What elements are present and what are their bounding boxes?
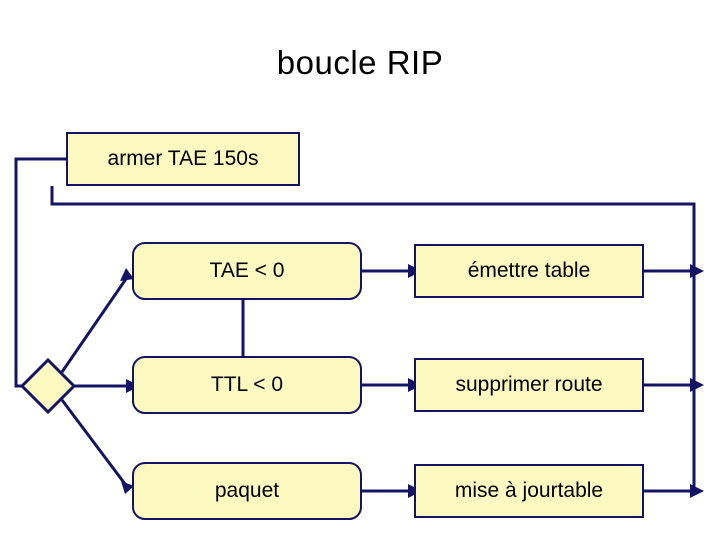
node-armer-tae[interactable]: armer TAE 150s	[66, 132, 300, 186]
arrowhead-to-paquet	[121, 481, 134, 494]
node-ttl-lt-0[interactable]: TTL < 0	[132, 356, 362, 414]
decision-to-paquet-line	[60, 399, 130, 489]
node-armer-tae-label: armer TAE 150s	[107, 147, 259, 170]
decision-to-tae-line	[60, 275, 130, 373]
node-paquet[interactable]: paquet	[132, 462, 362, 520]
arrowhead-bus-supprimer	[690, 378, 704, 392]
node-supprimer-route-label: supprimer route	[455, 373, 603, 396]
node-tae-lt-0[interactable]: TAE < 0	[132, 242, 362, 300]
arrowhead-bus-mise	[690, 484, 704, 498]
node-emettre-table-label: émettre table	[467, 259, 591, 282]
node-supprimer-route[interactable]: supprimer route	[414, 358, 644, 412]
node-ttl-lt-0-label: TTL < 0	[210, 373, 284, 396]
page-title: boucle RIP	[276, 44, 444, 81]
decision-diamond	[19, 357, 77, 415]
armer-to-decision-path	[14, 157, 66, 388]
node-tae-lt-0-label: TAE < 0	[209, 259, 285, 282]
node-emettre-table[interactable]: émettre table	[414, 244, 644, 298]
node-paquet-label: paquet	[214, 479, 280, 502]
arrowhead-to-tae	[120, 268, 134, 281]
arrowhead-bus-emettre	[690, 264, 704, 278]
node-mise-a-jour-table-label: mise à jourtable	[454, 479, 604, 502]
node-mise-a-jour-table[interactable]: mise à jourtable	[414, 464, 644, 518]
